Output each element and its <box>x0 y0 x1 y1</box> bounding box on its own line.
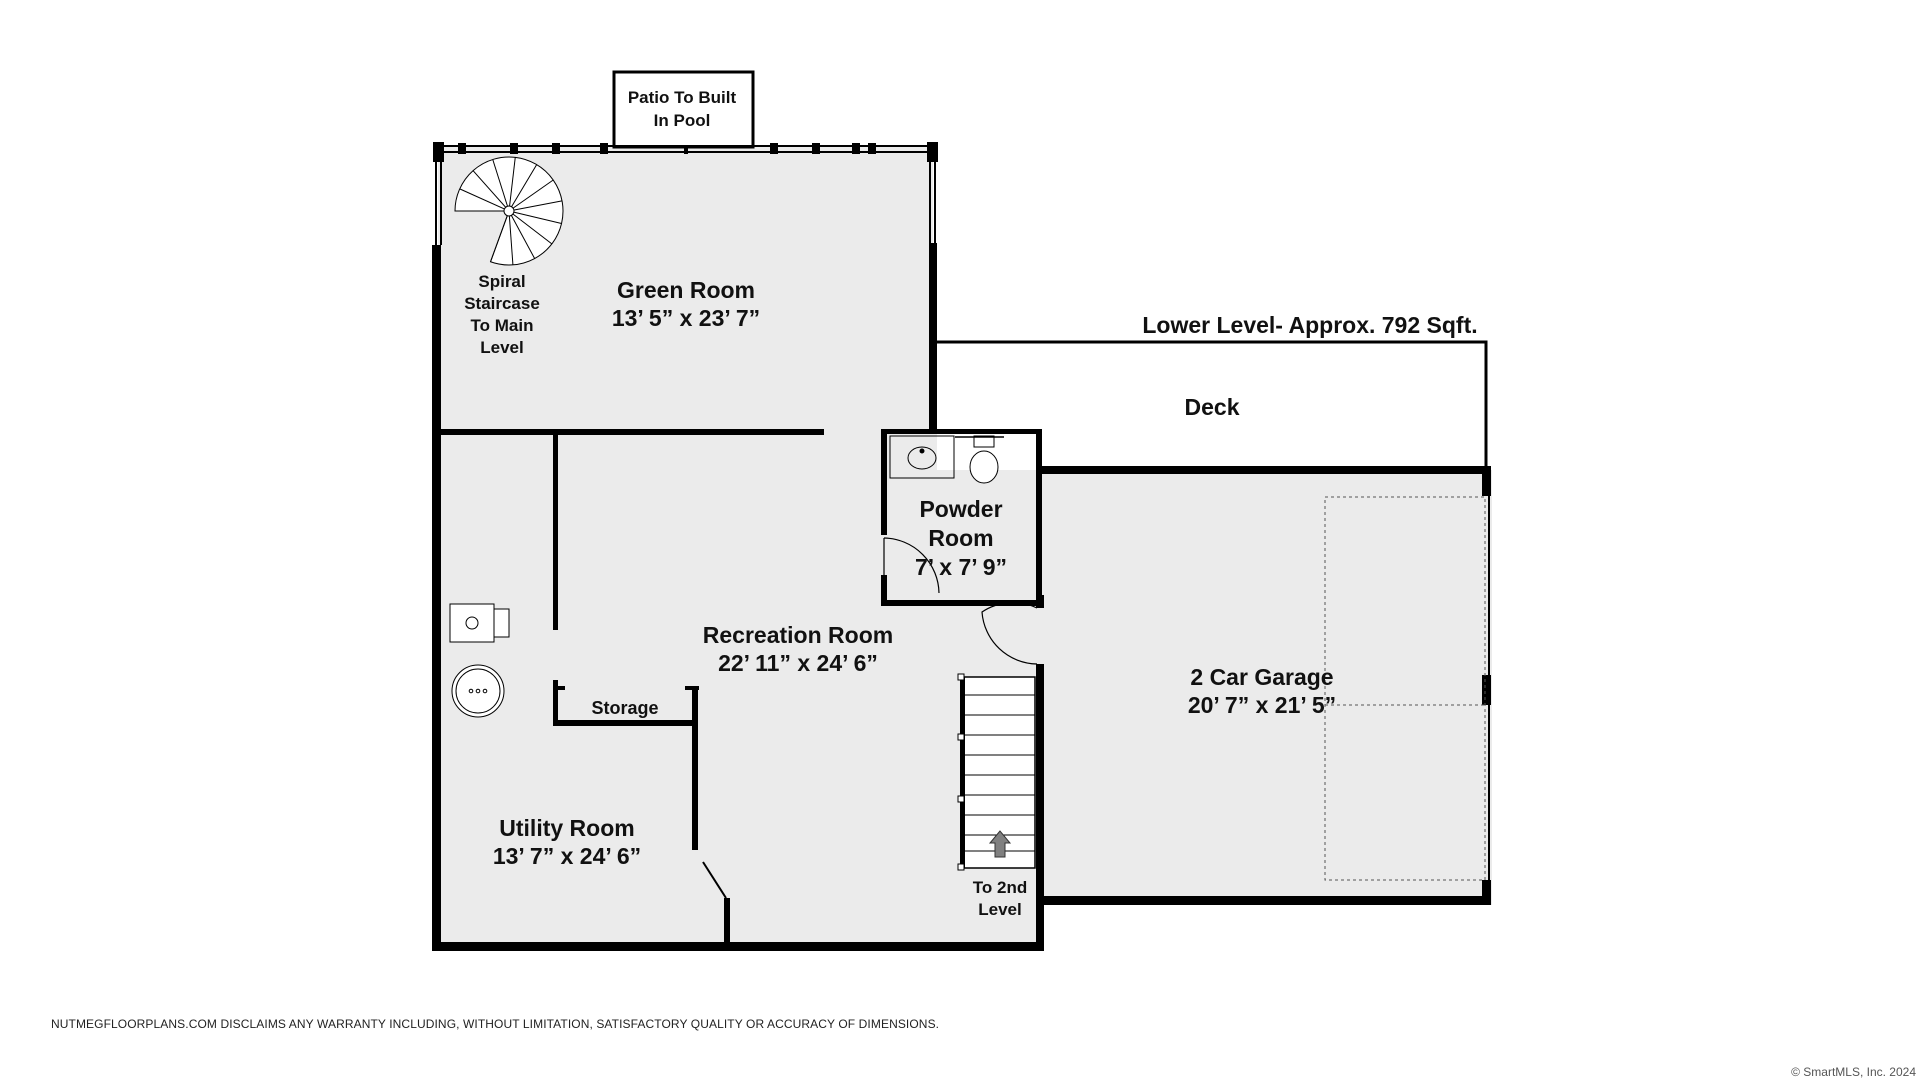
garage-name: 2 Car Garage <box>1190 664 1333 690</box>
powder-room-dims: 7’ x 7’ 9” <box>915 554 1007 580</box>
spiral-tread <box>508 210 553 245</box>
stairs-to-2nd-level <box>957 673 1036 871</box>
level-title: Lower Level- Approx. 792 Sqft. <box>1142 312 1477 338</box>
svg-text:Patio To Built: Patio To Built <box>628 88 737 107</box>
lower-floor <box>438 432 1042 947</box>
garage-parking-spaces <box>1324 496 1486 881</box>
utility-door <box>702 861 727 899</box>
copyright-text: © SmartMLS, Inc. 2024 <box>1791 1065 1916 1079</box>
spiral-label-line4: Level <box>480 338 523 357</box>
patio-label-line2: In Pool <box>654 111 711 130</box>
exterior-walls <box>432 243 1491 951</box>
spiral-label-line3: To Main <box>471 316 534 335</box>
left-window <box>435 160 442 245</box>
spiral-tread <box>508 200 563 212</box>
spiral-staircase <box>454 156 564 266</box>
spiral-label-line1: Spiral <box>478 272 525 291</box>
powder-room-door <box>883 537 940 594</box>
spiral-tread <box>508 210 514 265</box>
green-room-dims: 13’ 5” x 23’ 7” <box>612 305 760 331</box>
svg-text:In Pool: In Pool <box>654 111 711 130</box>
spiral-tread <box>508 210 536 259</box>
powder-room-name-line1: Powder <box>919 496 1002 522</box>
up-arrow-icon <box>988 830 1012 858</box>
powder-room-name-line2: Room <box>928 525 993 551</box>
garage-dims: 20’ 7” x 21’ 5” <box>1188 692 1336 718</box>
spiral-tread <box>508 210 562 224</box>
top-window-wall <box>433 142 938 162</box>
spiral-tread <box>508 164 538 212</box>
spiral-tread <box>492 159 510 212</box>
spiral-label-line2: Staircase <box>464 294 540 313</box>
water-heater-icon <box>449 603 510 643</box>
recreation-room-dims: 22’ 11” x 24’ 6” <box>718 650 878 676</box>
patio-label-line1: Patio To Built <box>628 88 737 107</box>
spiral-tread <box>490 210 510 262</box>
deck-name: Deck <box>1185 394 1240 420</box>
stairs-label-line1: To 2nd <box>973 878 1027 897</box>
utility-room-name: Utility Room <box>499 815 634 841</box>
patio-box <box>612 70 755 149</box>
garage-entry-door <box>981 602 1038 665</box>
garage-floor <box>1042 470 1492 905</box>
spiral-tread <box>508 179 554 212</box>
spiral-tread <box>472 170 510 212</box>
recreation-room-name: Recreation Room <box>703 622 893 648</box>
utility-room-dims: 13’ 7” x 24’ 6” <box>493 843 641 869</box>
boiler-icon <box>451 664 505 718</box>
spiral-tread <box>508 157 516 212</box>
stairs-label-line2: Level <box>978 900 1021 919</box>
deck-floor <box>937 342 1487 470</box>
sink-icon <box>889 435 955 479</box>
green-room-name: Green Room <box>617 277 755 303</box>
storage-name: Storage <box>591 698 658 718</box>
deck-outline <box>937 340 1488 470</box>
disclaimer-text: NUTMEGFLOORPLANS.COM DISCLAIMS ANY WARRA… <box>51 1017 940 1031</box>
spiral-center-post <box>503 205 515 217</box>
spiral-tread <box>459 188 510 212</box>
powder-window <box>955 431 1004 438</box>
toilet-icon <box>969 435 999 484</box>
right-window <box>929 160 936 243</box>
